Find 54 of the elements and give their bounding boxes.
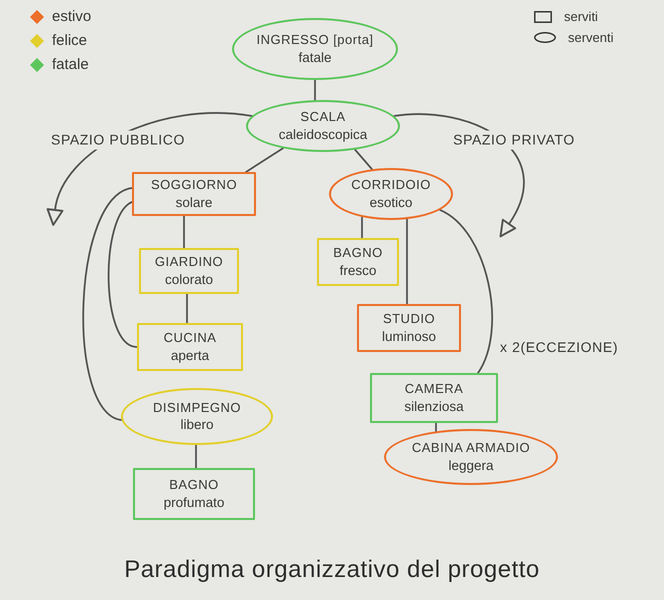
room-box: [357, 304, 461, 352]
room-attribute: fatale: [298, 50, 332, 66]
room-name: GIARDINO: [154, 254, 224, 270]
room-attribute: silenziosa: [404, 398, 464, 415]
room-box: [137, 323, 243, 371]
legend-label: serventi: [568, 30, 614, 46]
room-name: INGRESSO [porta]: [256, 32, 374, 48]
room-oval: [384, 429, 558, 485]
room-attribute: libero: [180, 417, 214, 434]
room-oval: [121, 388, 273, 445]
room-oval: [246, 100, 400, 152]
room-attribute: solare: [176, 194, 212, 211]
connector-line: [183, 215, 185, 249]
legend-label: estivo: [52, 8, 92, 26]
room-attribute: colorato: [164, 272, 214, 288]
legend-label: fatale: [52, 56, 89, 74]
room-name: CABINA ARMADIO: [412, 440, 530, 456]
connector-line: [354, 148, 373, 170]
curved-connector: [82, 187, 133, 421]
room-attribute: fresco: [340, 262, 376, 279]
connector-line: [406, 218, 408, 305]
room-attribute: leggera: [448, 458, 494, 474]
room-box: [133, 468, 255, 520]
connector-line: [245, 147, 284, 173]
curved-connector: [108, 201, 138, 348]
room-name: BAGNO: [169, 477, 219, 493]
room-name: BAGNO: [333, 245, 383, 261]
room-oval: [329, 168, 453, 220]
connector-line: [435, 422, 437, 432]
connector-line: [314, 79, 316, 102]
room-name: CUCINA: [164, 330, 216, 346]
room-name: SOGGIORNO: [150, 177, 238, 193]
room-box: [139, 248, 239, 294]
room-attribute: aperta: [170, 348, 210, 364]
room-name: CORRIDOIO: [351, 177, 431, 193]
room-attribute: luminoso: [382, 328, 436, 345]
legend-label: serviti: [564, 9, 598, 25]
connector-line: [195, 444, 197, 469]
room-box: [317, 238, 399, 286]
room-name: STUDIO: [382, 311, 436, 327]
room-name: SCALA: [300, 109, 346, 125]
room-box: [370, 373, 498, 423]
room-name: DISIMPEGNO: [152, 400, 242, 416]
room-attribute: esotico: [370, 194, 412, 211]
room-attribute: caleidoscopica: [278, 126, 368, 143]
connector-line: [186, 293, 188, 324]
room-box: [132, 172, 256, 216]
curved-connector: [439, 209, 494, 374]
connector-line: [361, 216, 363, 239]
legend-label: felice: [52, 32, 88, 50]
room-name: CAMERA: [404, 381, 464, 397]
caption: Paradigma organizzativo del progetto: [123, 556, 541, 584]
room-attribute: profumato: [164, 494, 224, 511]
room-oval: [232, 18, 398, 80]
